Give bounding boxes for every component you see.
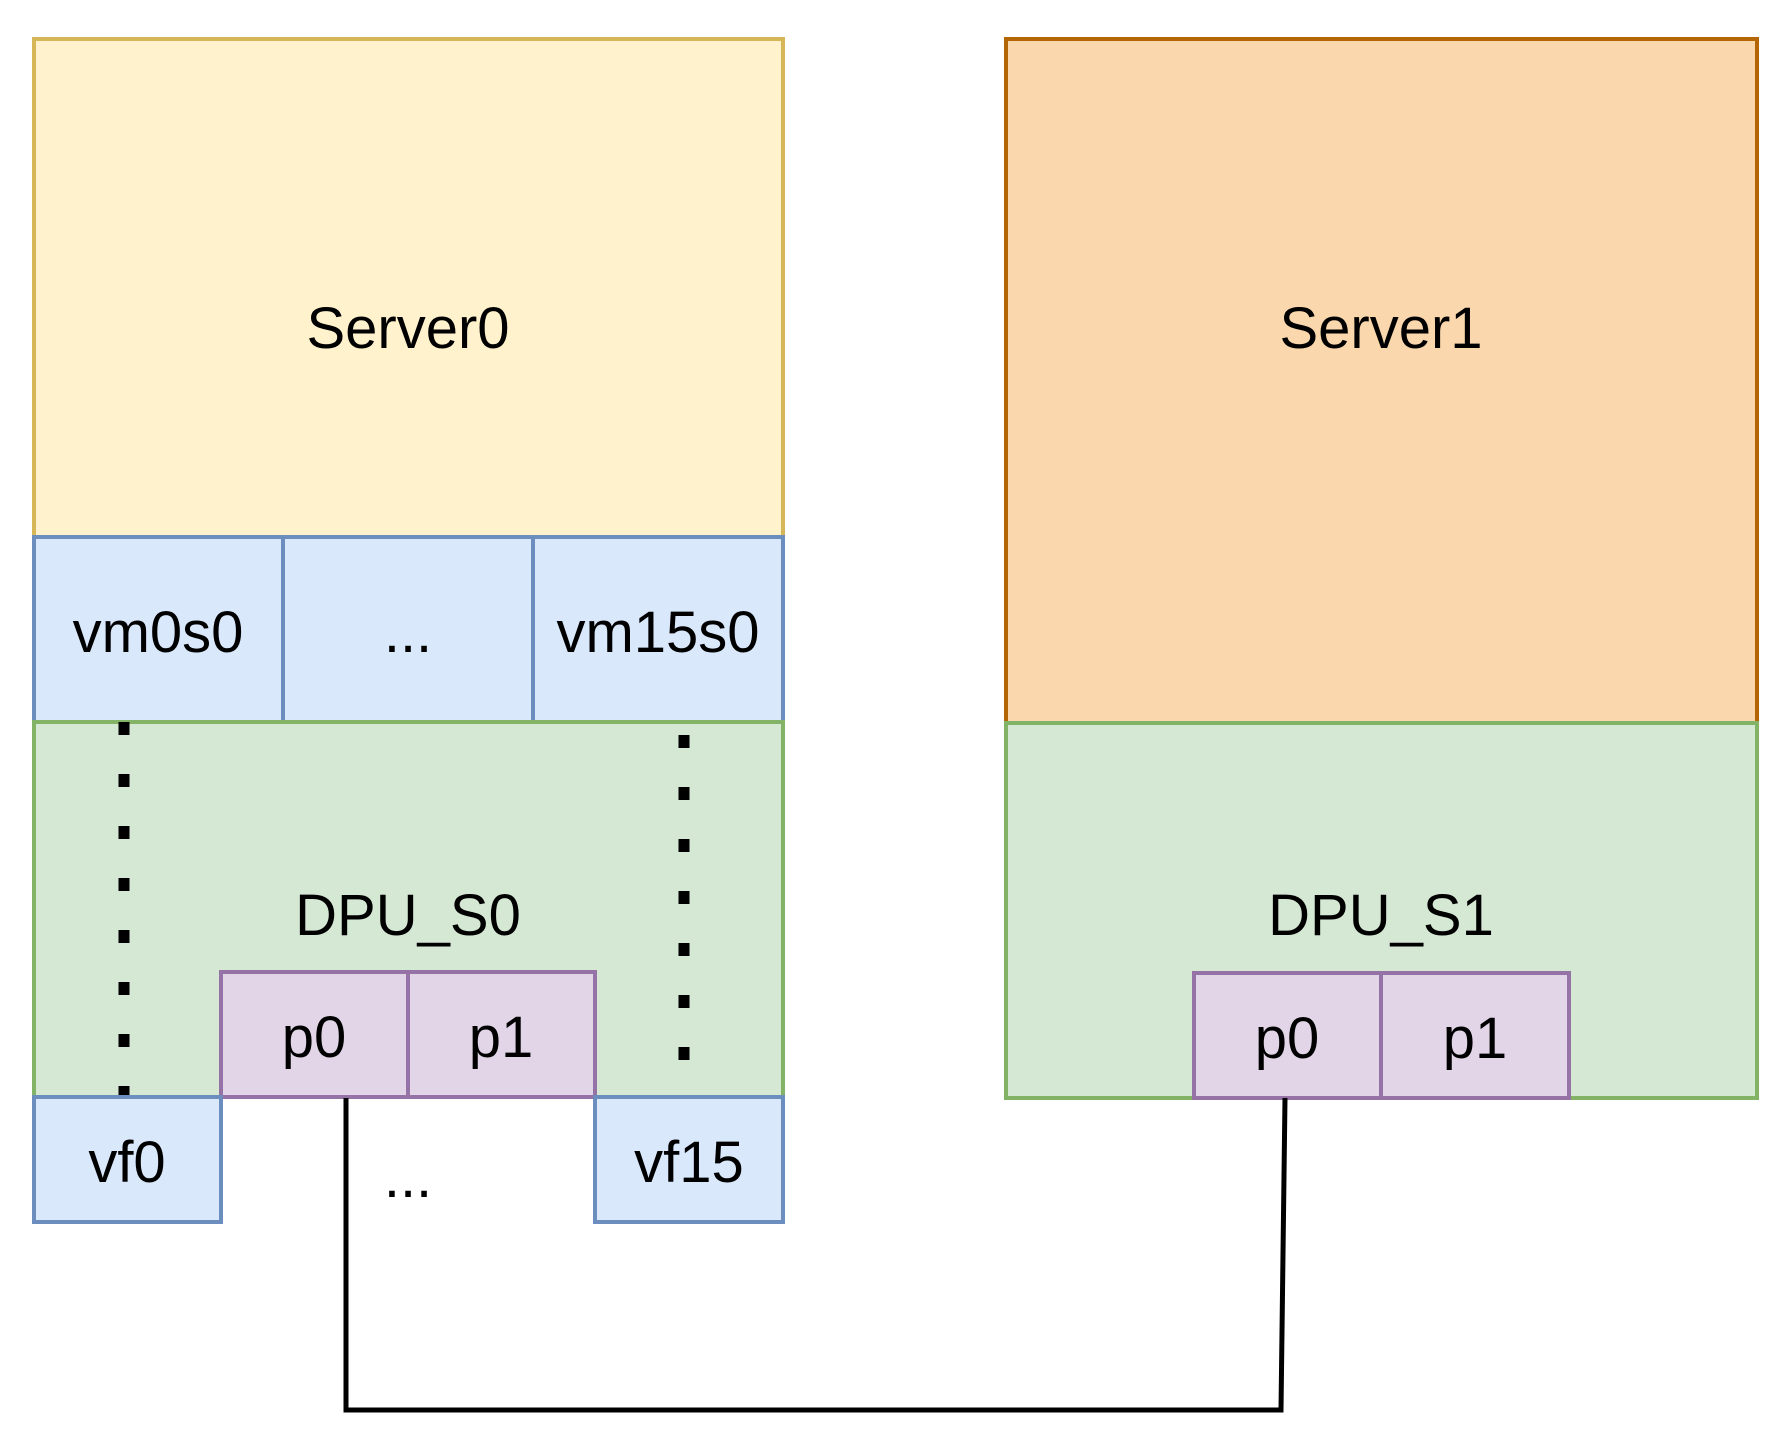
vm-box-vm0s0 [32,535,285,724]
vf-ellipsis: ... [384,1145,432,1210]
dpu-s1-label: DPU_S1 [1268,883,1494,948]
vf-box-vf0 [32,1095,223,1224]
vf-label-vf15: vf15 [634,1130,744,1195]
dpu-s0-port-p0-label: p0 [282,1005,347,1070]
server1-label: Server1 [1279,296,1482,361]
vf-label-vf0: vf0 [88,1130,165,1195]
server0-box [32,37,785,539]
dpu-s1-port-p1 [1379,971,1571,1100]
dpu-s1-port-p0-label: p0 [1255,1006,1320,1071]
server0-label: Server0 [306,296,509,361]
server1-box [1004,37,1759,725]
dpu-s1-port-p1-label: p1 [1443,1006,1508,1071]
vm-label-ellipsis: ... [384,600,432,665]
dpu-s0-label: DPU_S0 [295,883,521,948]
server0-group: Server0 vm0s0 ... vm15s0 DPU_S0 p0 p1 vf… [32,37,785,1224]
server1-group: Server1 DPU_S1 p0 p1 [1004,37,1759,1100]
vf-box-vf15 [593,1095,785,1224]
vm-label-vm15s0: vm15s0 [556,600,759,665]
vm-label-vm0s0: vm0s0 [73,600,244,665]
dpu-s1-port-p0 [1192,971,1383,1100]
vm-box-ellipsis [281,535,535,724]
dpu-s0-port-p1-label: p1 [469,1005,534,1070]
vm-box-vm15s0 [531,535,785,724]
dpu-s0-port-p1 [406,970,597,1099]
p0-to-p0-link [343,1097,1288,1413]
